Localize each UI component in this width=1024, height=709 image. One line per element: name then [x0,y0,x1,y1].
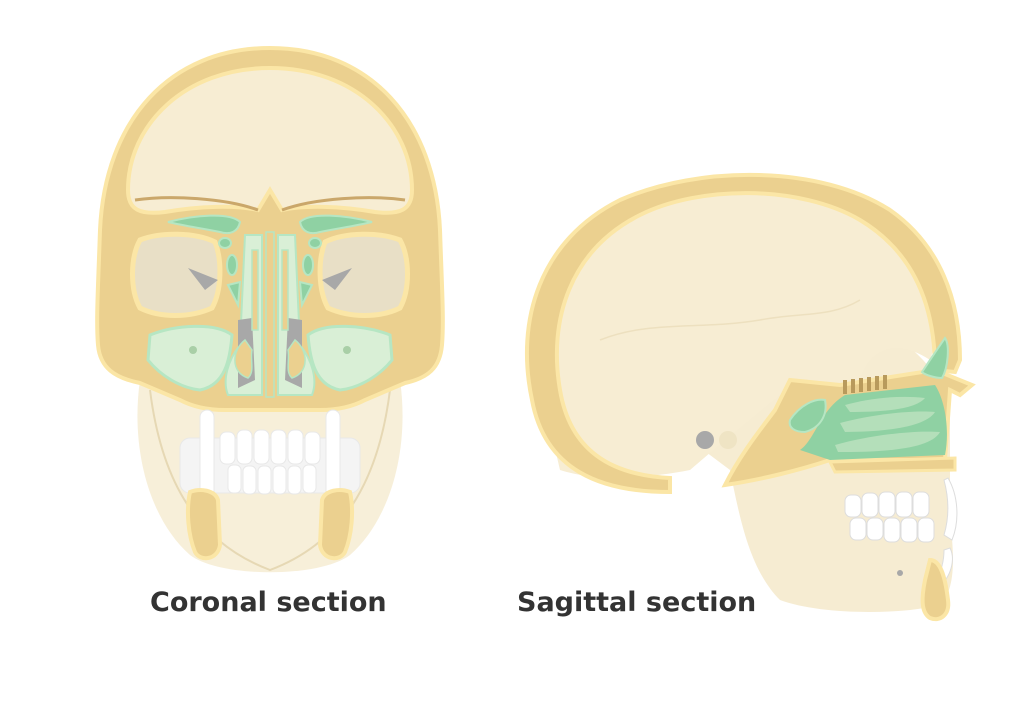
coronal-frontal-sinus-right [298,214,373,235]
coronal-right-orbit [317,231,410,318]
sagittal-skull-illustration [524,172,976,621]
coronal-maxillary-sinus-right [306,324,394,392]
coronal-ethmoid-cells [218,237,322,309]
coronal-cranial-cavity [125,65,415,215]
coronal-skull-illustration [95,45,445,573]
coronal-inferior-concha-left [234,338,253,379]
coronal-frontal-sinus-left [167,214,242,235]
coronal-left-orbit [130,231,223,318]
sagittal-cribriform-plate [843,375,887,394]
coronal-nasal-septum [265,231,275,398]
sagittal-frontal-sinus [920,336,949,380]
coronal-maxillary-sinus-left [146,324,234,392]
coronal-inferior-concha-right [287,338,306,379]
sagittal-skull-bone [524,172,963,495]
sagittal-hard-palate [827,456,957,474]
sagittal-section-caption: Sagittal section [517,587,757,618]
sagittal-nasal-conchae [835,396,940,452]
sagittal-cranial-cavity [544,185,940,478]
sagittal-mandible [920,557,951,621]
coronal-section-caption: Coronal section [150,587,387,618]
coronal-mandible-right [317,488,355,561]
coronal-mandible-left [185,488,223,561]
sagittal-sphenoid-sinus [788,398,827,434]
